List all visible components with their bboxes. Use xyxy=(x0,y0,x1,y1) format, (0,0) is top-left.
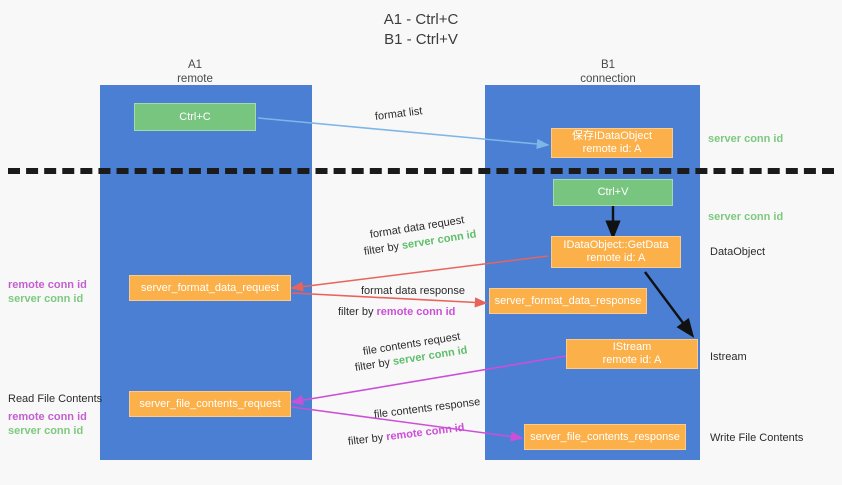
edge-label-format-data-response: format data response xyxy=(361,285,465,297)
annotation-dataobject: DataObject xyxy=(710,246,766,258)
annotation-server-conn-id-top: server conn id xyxy=(708,132,783,146)
annotation-istream: Istream xyxy=(710,351,747,363)
box-server-format-data-request[interactable]: server_format_data_request xyxy=(129,275,291,301)
column-header-a1: A1 remote xyxy=(177,59,213,85)
box-server-format-data-response[interactable]: server_format_data_response xyxy=(489,288,647,314)
annotation-read-file-contents: Read File Contents xyxy=(8,393,103,405)
annotation-conn-ids-file: remote conn id server conn id xyxy=(8,410,87,438)
edge-label-file-contents-response: file contents response xyxy=(373,396,481,421)
annotation-remote-conn-id: remote conn id xyxy=(8,279,87,291)
edge-label-format-data-response-filter: filter by remote conn id xyxy=(338,305,455,319)
edge-label-format-list: format list xyxy=(374,105,424,123)
page-title: A1 - Ctrl+C B1 - Ctrl+V xyxy=(383,11,459,48)
box-idataobject-getdata[interactable]: IDataObject::GetData remote id: A xyxy=(551,236,681,268)
annotation-server-conn-id-mid: server conn id xyxy=(708,210,783,224)
filter-key-remote-conn-id: remote conn id xyxy=(376,306,456,318)
box-istream[interactable]: IStream remote id: A xyxy=(566,339,698,369)
box-save-idataobject[interactable]: 保存IDataObject remote id: A xyxy=(551,128,673,158)
box-server-file-contents-request[interactable]: server_file_contents_request xyxy=(129,391,291,417)
filter-prefix: filter by xyxy=(363,240,403,258)
annotation-server-conn-id: server conn id xyxy=(8,293,84,305)
box-server-file-contents-response[interactable]: server_file_contents_response xyxy=(524,424,686,450)
annotation-server-conn-id: server conn id xyxy=(8,425,84,437)
annotation-write-file-contents: Write File Contents xyxy=(710,432,804,444)
filter-prefix: filter by xyxy=(338,306,377,318)
filter-key-remote-conn-id: remote conn id xyxy=(385,421,466,444)
box-ctrl-v[interactable]: Ctrl+V xyxy=(553,179,673,206)
phase-divider xyxy=(8,168,834,174)
filter-prefix: filter by xyxy=(347,431,387,448)
filter-prefix: filter by xyxy=(354,356,394,374)
annotation-conn-ids-format: remote conn id server conn id xyxy=(8,278,87,306)
annotation-text: server conn id xyxy=(708,211,784,223)
annotation-remote-conn-id: remote conn id xyxy=(8,411,87,423)
edge-label-file-contents-response-filter: filter by remote conn id xyxy=(347,421,465,449)
column-header-b1: B1 connection xyxy=(580,59,636,85)
annotation-text: server conn id xyxy=(708,133,784,145)
box-ctrl-c[interactable]: Ctrl+C xyxy=(134,103,256,131)
